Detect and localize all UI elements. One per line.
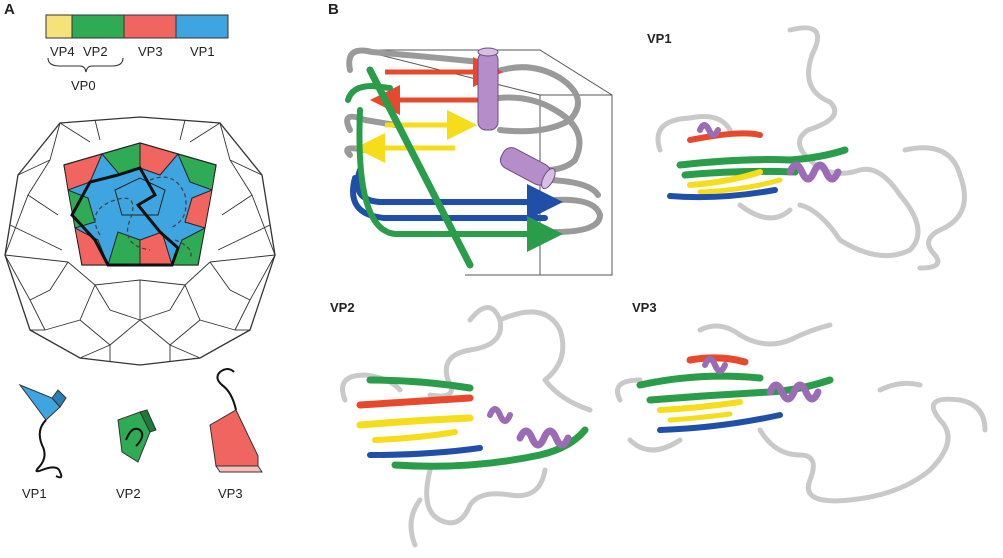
subunit-vp3	[209, 368, 263, 473]
legend-label-vp1: VP1	[190, 44, 215, 59]
subunit-label-vp1: VP1	[22, 486, 47, 501]
subunit-label-vp3: VP3	[218, 486, 243, 501]
vp0-bracket	[47, 57, 124, 73]
vp0-label: VP0	[71, 78, 96, 93]
protein-order-legend: VP4 VP2 VP3 VP1 VP0	[45, 14, 229, 93]
ribbon-structure-vp2	[340, 305, 593, 548]
capsid-diagram	[4, 116, 276, 366]
subunit-label-vp2: VP2	[116, 486, 141, 501]
panel-letter-b: B	[328, 1, 339, 18]
legend-label-vp2: VP2	[83, 44, 108, 59]
ribbon-structure-vp1	[655, 25, 967, 271]
legend-segment-vp4	[45, 14, 73, 39]
panel-letter-a: A	[4, 1, 15, 18]
legend-segment-vp3	[123, 14, 177, 39]
subunit-vp1	[18, 383, 67, 479]
structure-label-vp3: VP3	[632, 300, 657, 315]
subunit-vp2	[117, 409, 157, 463]
legend-segment-vp1	[175, 14, 229, 39]
ribbon-structure-vp3	[615, 322, 988, 504]
structure-label-vp2: VP2	[330, 300, 355, 315]
jelly-roll-schematic	[344, 47, 613, 276]
legend-label-vp3: VP3	[138, 44, 163, 59]
structure-label-vp1: VP1	[647, 31, 672, 46]
legend-segment-vp2	[71, 14, 125, 39]
legend-label-vp4: VP4	[50, 44, 75, 59]
